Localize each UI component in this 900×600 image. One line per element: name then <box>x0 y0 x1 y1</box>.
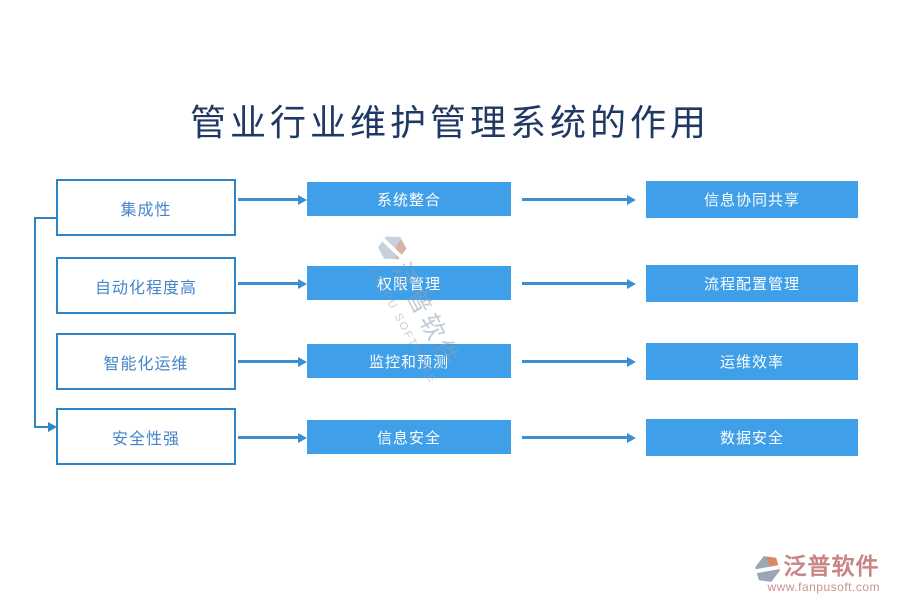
brand-url: www.fanpusoft.com <box>767 580 880 594</box>
feature-box: 自动化程度高 <box>56 257 236 314</box>
arrow-middle-to-right <box>522 198 627 201</box>
function-box: 监控和预测 <box>307 344 511 378</box>
benefit-box: 运维效率 <box>646 343 858 380</box>
brand-name: 泛普软件 <box>783 553 880 579</box>
arrow-left-to-middle <box>238 198 298 201</box>
arrow-left-to-middle <box>238 282 298 285</box>
arrow-left-to-middle <box>238 360 298 363</box>
watermark-logo-icon <box>375 230 410 265</box>
feature-box: 智能化运维 <box>56 333 236 390</box>
benefit-box: 数据安全 <box>646 419 858 456</box>
elbow-connector-bottom <box>34 426 48 428</box>
function-box: 系统整合 <box>307 182 511 216</box>
feature-box: 安全性强 <box>56 408 236 465</box>
brand-logo: 泛普软件 www.fanpusoft.com <box>755 553 880 594</box>
arrow-left-to-middle <box>238 436 298 439</box>
function-box: 权限管理 <box>307 266 511 300</box>
benefit-box: 流程配置管理 <box>646 265 858 302</box>
elbow-connector-top <box>34 217 57 219</box>
arrow-middle-to-right <box>522 436 627 439</box>
benefit-box: 信息协同共享 <box>646 181 858 218</box>
arrow-middle-to-right <box>522 282 627 285</box>
elbow-connector-vertical <box>34 217 36 428</box>
diagram-title: 管业行业维护管理系统的作用 <box>189 103 710 143</box>
feature-box: 集成性 <box>56 179 236 236</box>
function-box: 信息安全 <box>307 420 511 454</box>
arrow-middle-to-right <box>522 360 627 363</box>
